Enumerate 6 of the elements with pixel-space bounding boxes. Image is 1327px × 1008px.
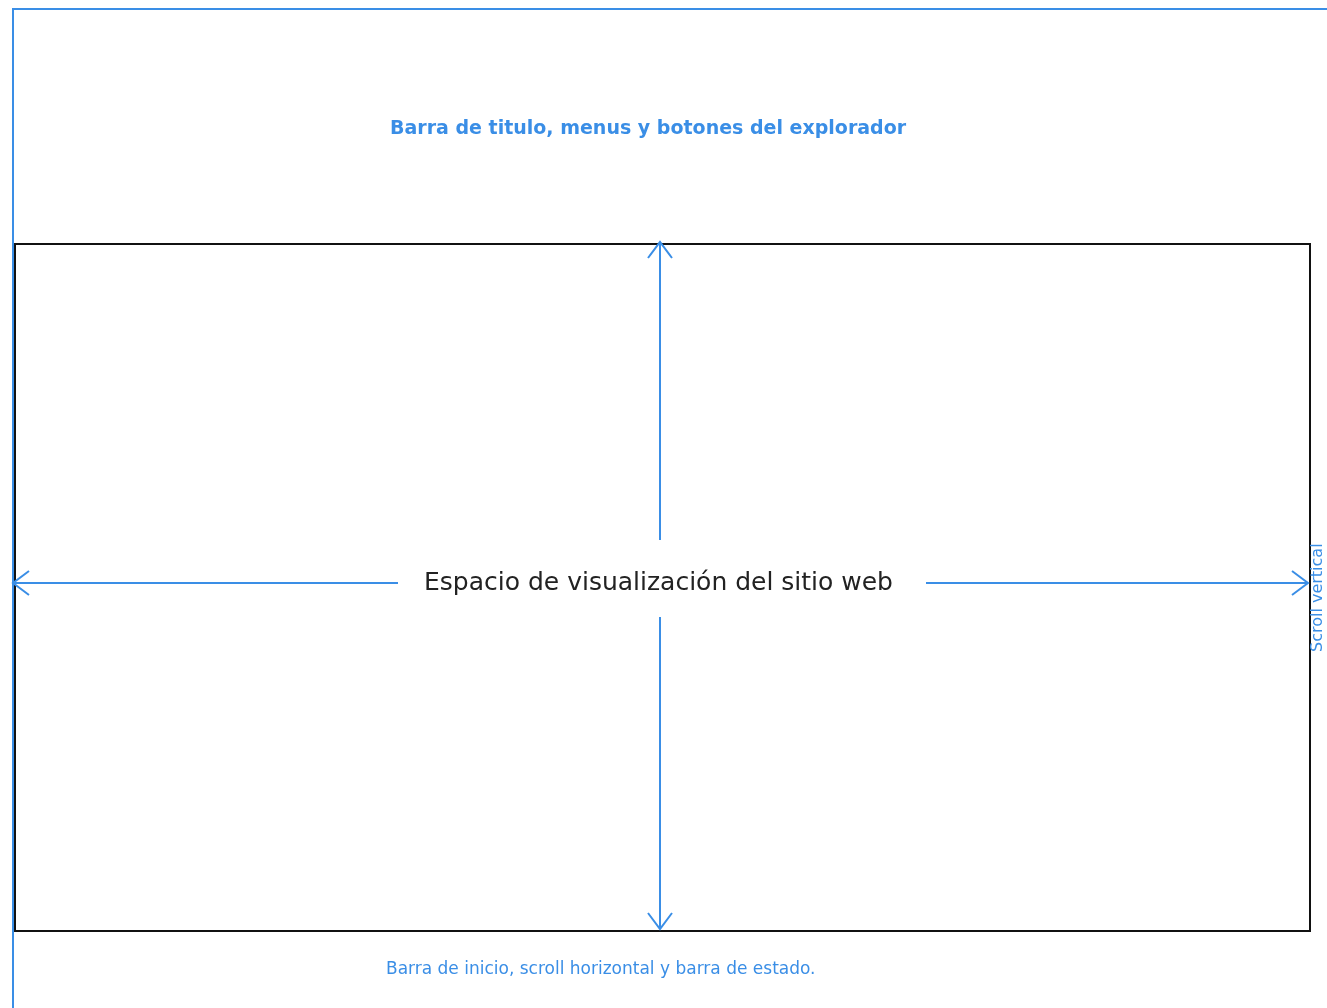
scroll-bar-label: Scroll vertical xyxy=(1307,543,1326,652)
content-area-label: Espacio de visualización del sitio web xyxy=(424,567,893,596)
status-bar-label: Barra de inicio, scroll horizontal y barra de estado. xyxy=(386,958,816,978)
browser-window-frame xyxy=(12,8,1327,1008)
title-bar-label: Barra de titulo, menus y botones del explorador xyxy=(390,116,907,138)
viewport-box xyxy=(14,243,1311,932)
